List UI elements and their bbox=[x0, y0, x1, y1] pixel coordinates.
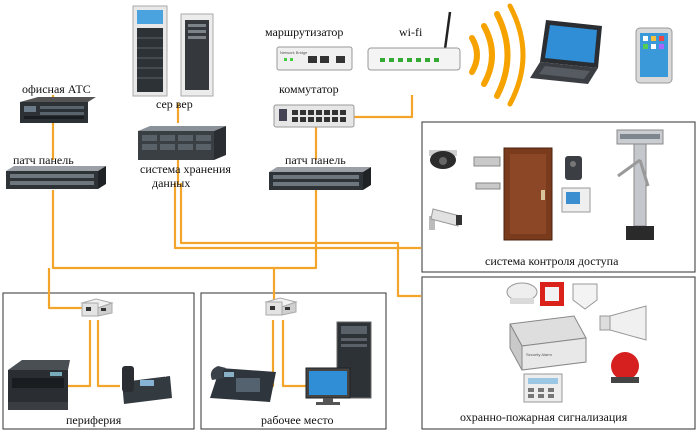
switch-icon bbox=[273, 104, 355, 128]
network-jack-icon bbox=[80, 298, 114, 317]
office-pbx-label: офисная АТС bbox=[22, 82, 91, 96]
server-tower-icon bbox=[132, 5, 214, 97]
monitor-icon bbox=[305, 367, 351, 405]
storage-label-line2: данных bbox=[152, 176, 190, 190]
desk-phone-icon bbox=[210, 366, 276, 402]
access-control-frame bbox=[421, 121, 696, 273]
network-jack-icon bbox=[264, 297, 298, 316]
alarm-panel-plate-text: Security Alarm bbox=[526, 352, 552, 357]
server-label: сер вер bbox=[156, 97, 193, 111]
fax-icon bbox=[122, 361, 174, 404]
peripherals-label: периферия bbox=[66, 413, 122, 427]
pbx-icon bbox=[20, 97, 96, 123]
storage-array-icon bbox=[138, 126, 226, 160]
strobe-light-icon bbox=[611, 352, 639, 383]
video-intercom-icon bbox=[561, 187, 591, 213]
storage-label-line1: система хранения bbox=[140, 162, 231, 176]
smoke-detector-icon bbox=[506, 282, 538, 304]
security-alarm-label: охранно-пожарная сигнализация bbox=[460, 410, 628, 424]
siren-speaker-icon bbox=[599, 305, 647, 341]
keypad-icon bbox=[523, 373, 563, 403]
alarm-panel-icon bbox=[509, 315, 587, 371]
turnstile-icon bbox=[616, 129, 664, 240]
wifi-label: wi-fi bbox=[399, 25, 423, 39]
door-icon bbox=[503, 147, 553, 241]
bullet-camera-icon bbox=[429, 208, 462, 230]
switch-label: коммутатор bbox=[279, 82, 339, 96]
laptop-icon bbox=[530, 20, 602, 84]
tablet-icon bbox=[635, 27, 673, 84]
wifi-waves-icon bbox=[469, 3, 526, 107]
patch-panel-icon bbox=[269, 167, 371, 190]
router-plate-text: Network Bridge bbox=[280, 50, 308, 55]
wifi-router-icon bbox=[367, 11, 461, 71]
intercom-icon bbox=[565, 156, 582, 180]
access-control-label: система контроля доступа bbox=[485, 254, 619, 268]
router-label: маршрутизатор bbox=[265, 25, 343, 39]
printer-icon bbox=[8, 360, 70, 410]
patch-panel-left-label: патч панель bbox=[13, 153, 74, 167]
router-icon bbox=[276, 46, 353, 71]
motion-sensor-icon bbox=[572, 283, 598, 310]
electric-lock-icon bbox=[473, 156, 501, 190]
patch-panel-icon bbox=[6, 166, 106, 189]
workstation-label: рабочее место bbox=[261, 413, 333, 427]
dome-camera-icon bbox=[429, 150, 457, 169]
fire-alarm-button-icon bbox=[540, 282, 564, 306]
patch-panel-right-label: патч панель bbox=[285, 153, 346, 167]
